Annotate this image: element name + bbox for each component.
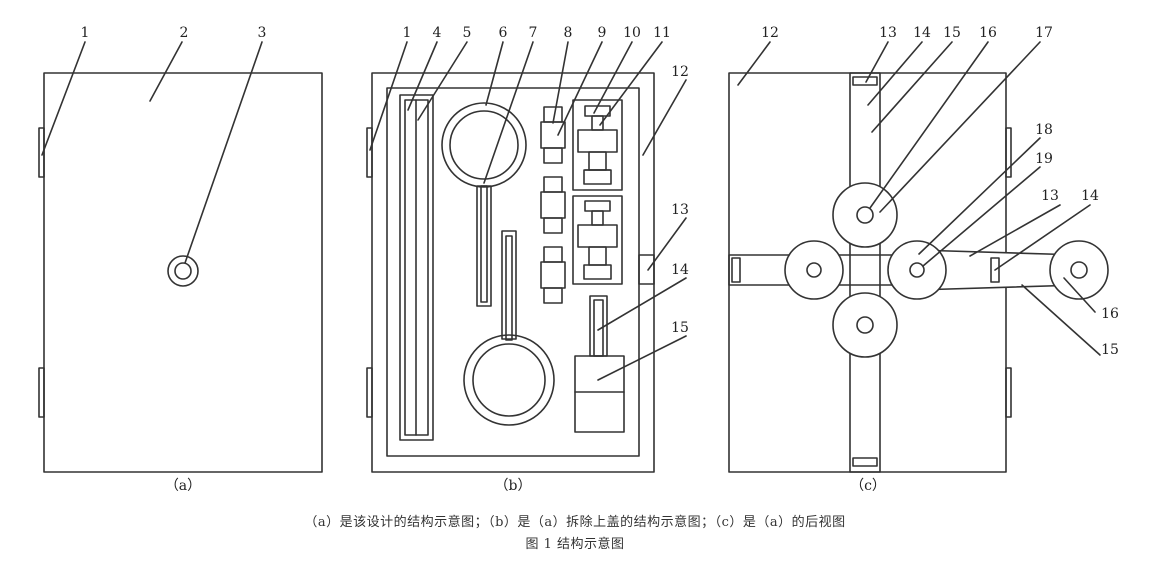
structure-figure: 1 2 3 （a）: [38, 25, 1119, 494]
panel-a-callout-3: 3: [258, 25, 267, 41]
panel-c-callout-16: 16: [979, 25, 997, 41]
panel-a-lock-outer: [167, 255, 199, 287]
panel-a-lock-inner: [174, 262, 192, 280]
panel-b-callout-11: 11: [653, 25, 671, 41]
panel-b-label: （b）: [495, 478, 532, 494]
panel-b-callout-14: 14: [671, 262, 689, 278]
panel-b-ring-lower-outer: [463, 334, 555, 426]
panel-c: 12 13 14 15 16 17 18 19 13 14 16 15 （c）: [728, 25, 1119, 494]
panel-c-callout-14b: 14: [1081, 188, 1099, 204]
panel-b-hinge-top: [366, 127, 373, 178]
panel-c-callout-19: 19: [1035, 151, 1053, 167]
panel-b-callout-4: 4: [433, 25, 442, 41]
panel-b-clamp-lower: [572, 195, 623, 285]
panel-b-callout-8: 8: [564, 25, 573, 41]
panel-c-strap-clip-left: [731, 257, 741, 283]
panel-c-callout-15b: 15: [1101, 342, 1119, 358]
panel-b-hinge-bottom: [366, 367, 373, 418]
panel-c-strap-clip-top: [852, 76, 878, 86]
panel-b-connector-3: [540, 246, 566, 304]
figure-caption-description: （a）是该设计的结构示意图；（b）是（a）拆除上盖的结构示意图；（c）是（a）的…: [304, 515, 846, 530]
panel-c-label: （c）: [850, 478, 886, 494]
panel-b-connector-2: [540, 176, 566, 234]
panel-c-callout-18: 18: [1035, 122, 1053, 138]
panel-b-ring-lower-handle: [501, 230, 517, 340]
panel-b: 1 4 5 6 7 8 9 10 11 12 13 14 15 （b）: [366, 25, 689, 494]
panel-a-callout-2: 2: [180, 25, 189, 41]
figure-caption-title: 图 1 结构示意图: [525, 537, 625, 552]
panel-c-strap-clip-bottom: [852, 457, 878, 467]
panel-b-ring-upper-outer: [441, 102, 527, 188]
panel-c-hinge-bottom: [1005, 367, 1012, 418]
panel-a-hinge-top: [38, 127, 45, 178]
panel-b-clamp-upper: [572, 99, 623, 191]
panel-b-callout-5: 5: [463, 25, 472, 41]
panel-b-callout-15: 15: [671, 320, 689, 336]
panel-b-callout-10: 10: [623, 25, 641, 41]
panel-c-wheel-right: [887, 240, 947, 300]
panel-b-latch: [638, 254, 655, 285]
panel-b-callout-9: 9: [598, 25, 607, 41]
panel-b-ring-upper-inner: [449, 110, 519, 180]
panel-a: 1 2 3 （a）: [38, 25, 323, 494]
panel-a-box-outline: [43, 72, 323, 473]
panel-c-vertical-strap: [849, 72, 881, 473]
panel-a-callout-1: 1: [81, 25, 90, 41]
panel-c-callout-17: 17: [1035, 25, 1053, 41]
panel-c-wheel-left: [784, 240, 844, 300]
panel-b-ring-upper-handle: [476, 185, 492, 307]
panel-c-wheel-far-right: [1049, 240, 1109, 300]
panel-b-tray-outline: [386, 87, 640, 457]
panel-c-wheel-top: [832, 182, 898, 248]
panel-c-callout-14: 14: [913, 25, 931, 41]
panel-b-ring-lower-inner: [472, 343, 546, 417]
panel-c-callout-13: 13: [879, 25, 897, 41]
panel-c-callout-16b: 16: [1101, 306, 1119, 322]
panel-c-callout-12: 12: [761, 25, 779, 41]
panel-c-wheel-bottom: [832, 292, 898, 358]
panel-c-callout-15: 15: [943, 25, 961, 41]
panel-a-label: （a）: [165, 478, 201, 494]
panel-c-hinge-top: [1005, 127, 1012, 178]
panel-b-callout-1: 1: [403, 25, 412, 41]
panel-b-scraper-tool: [574, 295, 625, 433]
panel-b-callout-13: 13: [671, 202, 689, 218]
panel-b-callout-12: 12: [671, 64, 689, 80]
panel-b-rod-slot-outer: [399, 94, 434, 441]
panel-b-connector-1: [540, 106, 566, 164]
panel-c-callout-13b: 13: [1041, 188, 1059, 204]
panel-c-arm-clip: [990, 257, 1000, 283]
panel-a-hinge-bottom: [38, 367, 45, 418]
panel-b-callout-6: 6: [499, 25, 508, 41]
panel-b-callout-7: 7: [529, 25, 538, 41]
